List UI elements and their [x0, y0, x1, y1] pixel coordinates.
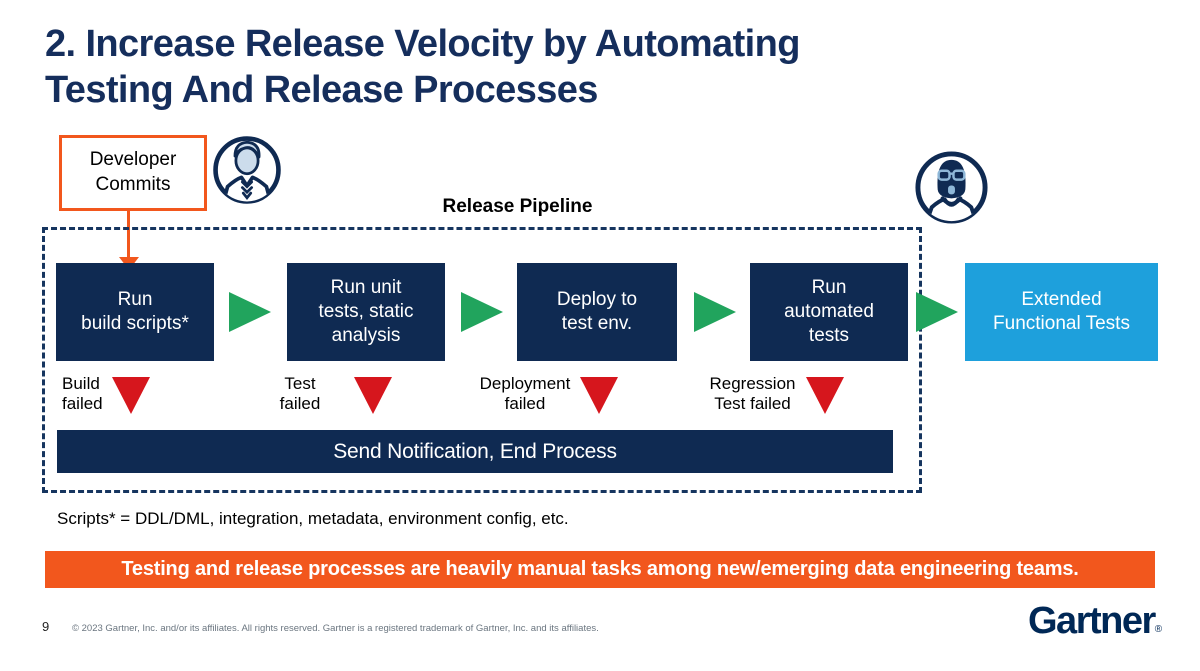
- failure-arrow-down-icon: [580, 377, 618, 414]
- page-title: 2. Increase Release Velocity by Automati…: [45, 23, 800, 111]
- failure-label-test: Test failed: [279, 374, 321, 414]
- registered-trademark-icon: ®: [1154, 624, 1163, 635]
- flow-arrow-right-icon: [916, 292, 958, 332]
- flow-arrow-right-icon: [229, 292, 271, 332]
- stage-extended-functional-tests: Extended Functional Tests: [965, 263, 1158, 361]
- failure-label-build: Build failed: [62, 374, 103, 414]
- failure-label-deployment: Deployment failed: [479, 374, 571, 414]
- stage-label: Run automated tests: [784, 277, 874, 346]
- send-notification-bar: Send Notification, End Process: [57, 430, 893, 473]
- key-takeaway-text: Testing and release processes are heavil…: [121, 558, 1079, 580]
- send-notification-label: Send Notification, End Process: [333, 439, 617, 463]
- developer-commits-box: Developer Commits: [59, 135, 207, 211]
- gartner-logo-text: Gartner: [1028, 600, 1156, 642]
- stage-run-unit-tests: Run unit tests, static analysis: [287, 263, 445, 361]
- gartner-logo: Gartner®: [1028, 600, 1162, 643]
- stage-run-build-scripts: Run build scripts*: [56, 263, 214, 361]
- flow-arrow-right-icon: [694, 292, 736, 332]
- failure-arrow-down-icon: [354, 377, 392, 414]
- commit-connector-line: [127, 208, 130, 258]
- page-number: 9: [42, 619, 50, 634]
- qa-avatar-icon: [912, 148, 991, 227]
- stage-deploy-test-env: Deploy to test env.: [517, 263, 677, 361]
- developer-avatar-icon: [210, 133, 284, 207]
- scripts-footnote: Scripts* = DDL/DML, integration, metadat…: [57, 509, 569, 528]
- stage-run-automated-tests: Run automated tests: [750, 263, 908, 361]
- key-takeaway-banner: Testing and release processes are heavil…: [45, 551, 1155, 588]
- developer-commits-label: Developer Commits: [89, 149, 177, 195]
- flow-arrow-right-icon: [461, 292, 503, 332]
- failure-arrow-down-icon: [112, 377, 150, 414]
- stage-label: Run unit tests, static analysis: [318, 277, 414, 346]
- stage-label: Run build scripts*: [81, 289, 189, 334]
- release-pipeline-boundary: [42, 227, 922, 493]
- failure-label-regression: Regression Test failed: [709, 374, 796, 414]
- stage-label: Deploy to test env.: [556, 289, 638, 334]
- stage-label: Extended Functional Tests: [993, 289, 1130, 334]
- failure-arrow-down-icon: [806, 377, 844, 414]
- copyright-text: © 2023 Gartner, Inc. and/or its affiliat…: [72, 623, 599, 634]
- pipeline-title: Release Pipeline: [442, 196, 593, 217]
